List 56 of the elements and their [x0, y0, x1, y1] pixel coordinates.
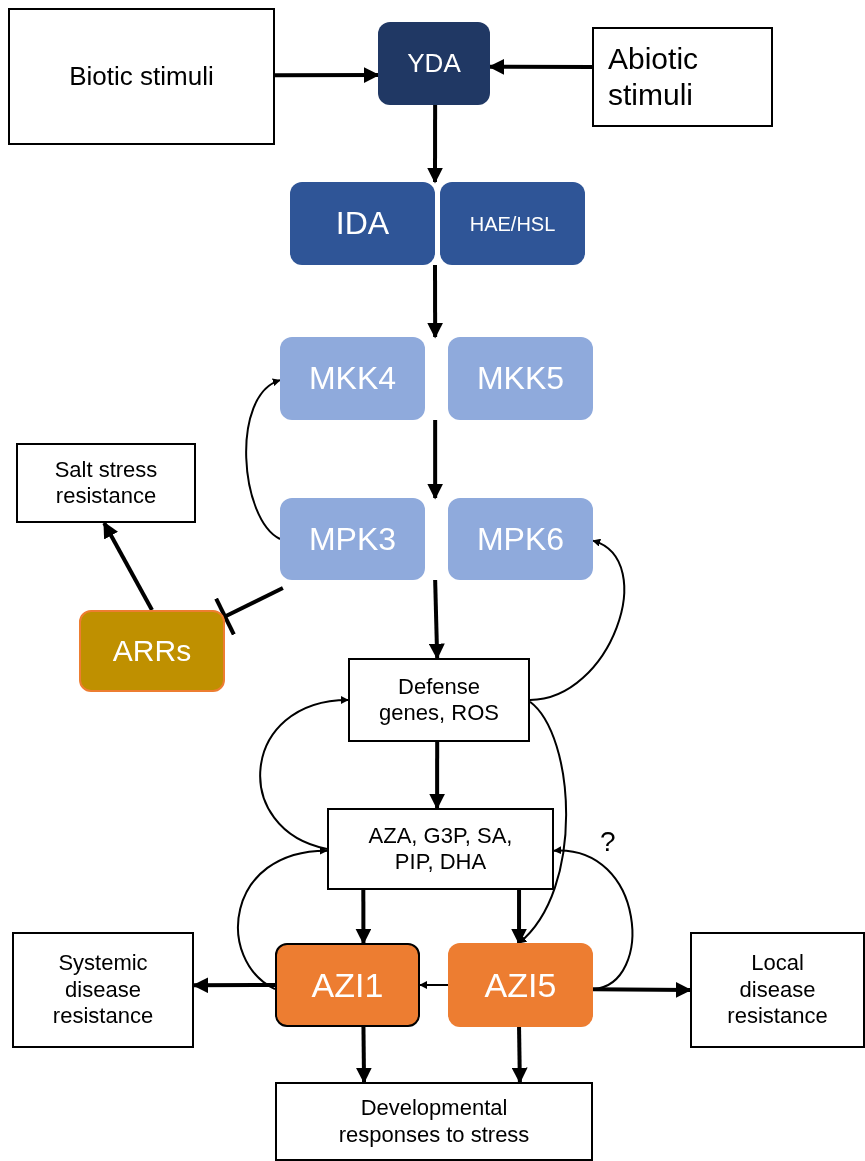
arrow	[529, 539, 626, 701]
node-label: Biotic stimuli	[69, 60, 214, 93]
protein-box	[290, 182, 435, 265]
protein-box	[79, 610, 225, 692]
arrow	[427, 105, 443, 184]
arrow	[355, 1026, 372, 1084]
arrow	[488, 58, 592, 75]
arrow	[428, 579, 445, 660]
protein-box	[440, 182, 585, 265]
arrow	[355, 890, 372, 945]
node-label: Salt stress resistance	[53, 456, 159, 510]
node-label: Abiotic stimuli	[608, 41, 700, 113]
arrow	[511, 890, 528, 945]
node-label: MPK3	[308, 519, 397, 559]
arrow	[427, 265, 444, 339]
arrow	[237, 847, 328, 991]
node-label: IDA	[335, 204, 390, 243]
node-label: AZA, G3P, SA, PIP, DHA	[367, 822, 514, 876]
node-label: MKK4	[308, 359, 397, 398]
node-label: Developmental responses to stress	[337, 1095, 531, 1148]
arrow	[245, 379, 281, 540]
stimulus-box	[592, 27, 773, 127]
protein-box	[280, 498, 425, 580]
arrow	[427, 420, 444, 500]
arrow	[429, 742, 446, 810]
node-label: HAE/HSL	[469, 211, 556, 236]
node-label: MPK6	[476, 519, 565, 559]
protein-box	[275, 943, 420, 1027]
protein-box	[448, 498, 593, 580]
outcome-box	[690, 932, 865, 1048]
node-label: MKK5	[476, 359, 565, 398]
arrow	[593, 981, 692, 998]
arrow	[419, 981, 449, 989]
node-label: Defense genes, ROS	[378, 673, 500, 727]
arrow	[259, 696, 349, 850]
arrow	[275, 67, 380, 84]
node-label: AZI5	[484, 964, 557, 1006]
protein-box	[448, 337, 593, 420]
node-label: Systemic disease resistance	[51, 950, 155, 1030]
node-label: ARRs	[112, 633, 192, 669]
process-box	[327, 808, 554, 890]
node-label: Local disease resistance	[726, 950, 829, 1030]
node-label: AZI1	[311, 964, 384, 1006]
node-label: YDA	[407, 47, 461, 80]
outcome-box	[275, 1082, 593, 1161]
protein-box	[448, 943, 593, 1027]
outcome-box	[12, 932, 194, 1048]
outcome-box	[16, 443, 196, 523]
stimulus-box	[8, 8, 275, 145]
protein-box	[280, 337, 425, 420]
protein-box	[378, 22, 490, 105]
arrow	[511, 1026, 528, 1084]
inhibition-line	[214, 586, 284, 636]
process-box	[348, 658, 530, 742]
arrow	[518, 700, 568, 944]
arrow	[102, 521, 154, 611]
